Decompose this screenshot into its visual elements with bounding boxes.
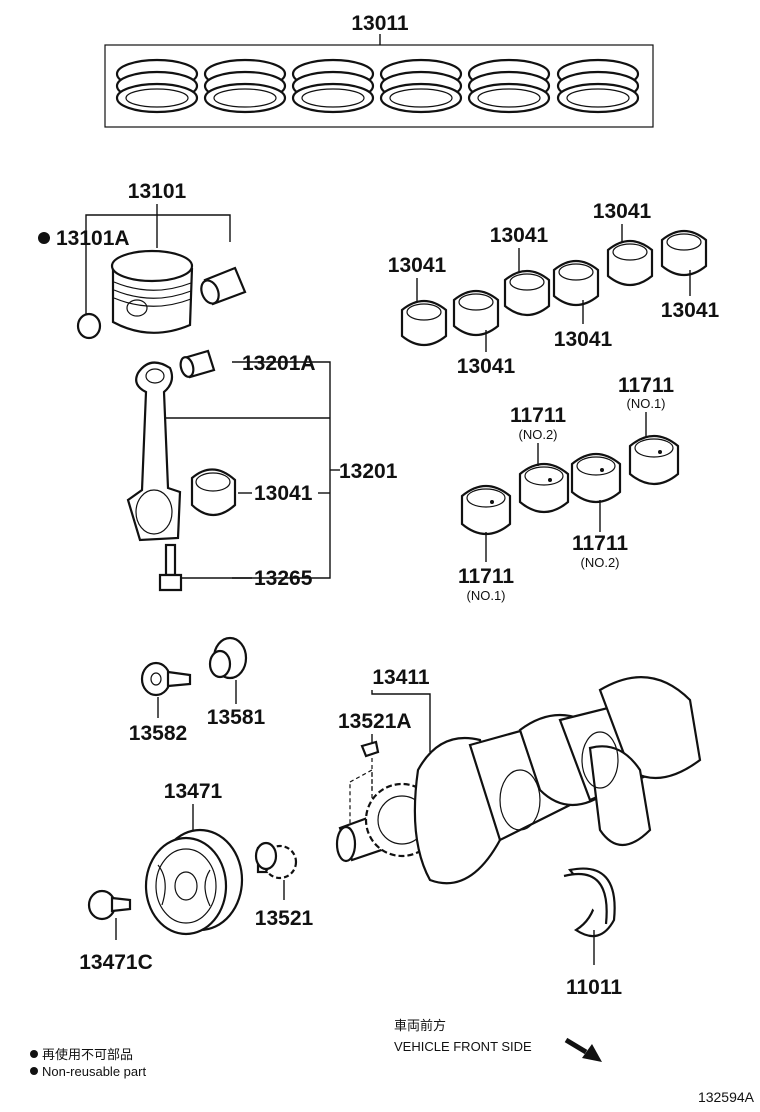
piston-pin-drawing[interactable] bbox=[198, 266, 247, 306]
piston-ring-sets[interactable] bbox=[115, 58, 640, 114]
small-end-bushing[interactable] bbox=[179, 349, 216, 379]
part-number-13201[interactable]: 13201 bbox=[339, 460, 398, 483]
non-reusable-dot-icon bbox=[38, 232, 50, 244]
crank-key-drawing[interactable] bbox=[360, 740, 380, 758]
part-number-11011[interactable]: 11011 bbox=[566, 976, 622, 999]
crankshaft-drawing[interactable] bbox=[335, 676, 702, 885]
crank-pulley-drawing[interactable] bbox=[144, 828, 244, 936]
piston-drawing[interactable] bbox=[110, 249, 194, 334]
part-number-13265[interactable]: 13265 bbox=[254, 567, 313, 590]
main-bearings[interactable] bbox=[460, 434, 680, 536]
part-number-13041-d[interactable]: 13041 bbox=[457, 355, 516, 378]
legend-jp: 再使用不可部品 bbox=[42, 1047, 133, 1062]
part-number-13041-rod[interactable]: 13041 bbox=[254, 482, 313, 505]
connecting-rod-drawing[interactable] bbox=[126, 361, 182, 542]
sublabel-no1-a: (NO.1) bbox=[627, 396, 666, 411]
figure-id: 132594A bbox=[698, 1089, 755, 1105]
legend-dot-icon-jp bbox=[30, 1050, 38, 1058]
part-number-13521A[interactable]: 13521A bbox=[338, 710, 412, 733]
sublabel-no2-a: (NO.2) bbox=[519, 427, 558, 442]
part-number-13201A[interactable]: 13201A bbox=[242, 352, 316, 375]
part-number-13041-b[interactable]: 13041 bbox=[490, 224, 549, 247]
part-number-13011[interactable]: 13011 bbox=[351, 12, 409, 35]
crank-pin-bearings[interactable] bbox=[400, 229, 708, 347]
part-number-13041-e[interactable]: 13041 bbox=[554, 328, 613, 351]
piston-ring-set-3 bbox=[291, 58, 375, 114]
piston-ring-set-5 bbox=[467, 58, 551, 114]
piston-ring-set-1 bbox=[115, 58, 199, 114]
piston-ring-set-4 bbox=[379, 58, 463, 114]
rod-bearing-drawing[interactable] bbox=[190, 468, 237, 517]
gear-13581-drawing[interactable] bbox=[208, 636, 248, 680]
part-number-13101[interactable]: 13101 bbox=[128, 180, 187, 203]
legend-en: Non-reusable part bbox=[42, 1064, 146, 1079]
vehicle-front-side-en: VEHICLE FRONT SIDE bbox=[394, 1039, 532, 1054]
part-number-13411[interactable]: 13411 bbox=[372, 666, 430, 689]
timing-sprocket-drawing[interactable] bbox=[254, 841, 298, 880]
piston-pin-snap-ring[interactable] bbox=[76, 312, 102, 340]
part-number-11711-c[interactable]: 11711 bbox=[572, 532, 628, 555]
piston-ring-set-6 bbox=[556, 58, 640, 114]
part-number-13041-f[interactable]: 13041 bbox=[661, 299, 720, 322]
part-number-13041-a[interactable]: 13041 bbox=[388, 254, 447, 277]
bolt-13471C-drawing[interactable] bbox=[87, 889, 132, 921]
legend-dot-icon-en bbox=[30, 1067, 38, 1075]
part-number-13581[interactable]: 13581 bbox=[207, 706, 266, 729]
sublabel-no2-b: (NO.2) bbox=[581, 555, 620, 570]
part-number-13471C[interactable]: 13471C bbox=[79, 951, 153, 974]
piston-ring-set-2 bbox=[203, 58, 287, 114]
thrust-washer-drawing[interactable] bbox=[563, 867, 616, 938]
rod-bolt-drawing[interactable] bbox=[158, 543, 183, 592]
part-number-13471[interactable]: 13471 bbox=[164, 780, 223, 803]
part-number-13101A[interactable]: 13101A bbox=[56, 227, 130, 250]
part-number-11711-b[interactable]: 11711 bbox=[618, 374, 674, 397]
piston-ring-set-box bbox=[104, 44, 654, 128]
part-number-13521[interactable]: 13521 bbox=[255, 907, 314, 930]
vehicle-front-side-jp: 車両前方 bbox=[394, 1018, 446, 1033]
part-number-13041-c[interactable]: 13041 bbox=[593, 200, 652, 223]
part-number-11711-d[interactable]: 11711 bbox=[458, 565, 514, 588]
vehicle-front-arrow-icon bbox=[564, 1037, 602, 1062]
part-number-11711-a[interactable]: 11711 bbox=[510, 404, 566, 427]
sublabel-no1-b: (NO.1) bbox=[467, 588, 506, 603]
part-number-13582[interactable]: 13582 bbox=[129, 722, 187, 745]
bolt-13582-drawing[interactable] bbox=[140, 661, 192, 697]
